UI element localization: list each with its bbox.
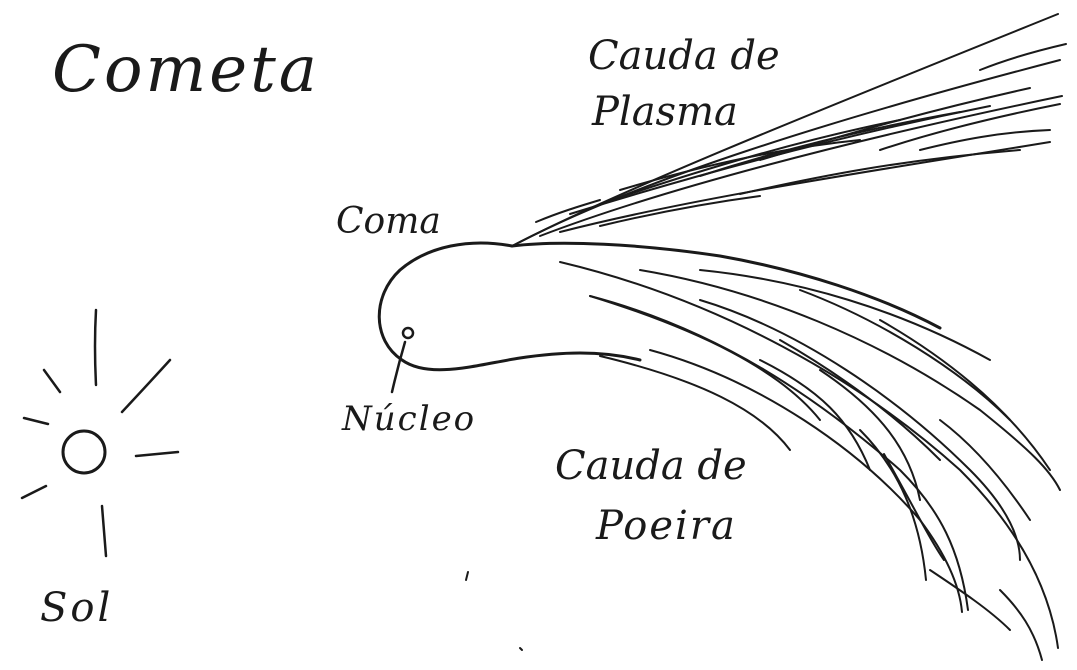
- coma-label: Coma: [336, 201, 441, 242]
- nucleus-pointer-line: [390, 340, 407, 394]
- sun-disc: [61, 429, 107, 475]
- sun-rays: [20, 308, 180, 558]
- diagram-title: Cometa: [52, 33, 320, 107]
- dust-tail: [559, 261, 1061, 661]
- sun-icon: [20, 308, 180, 558]
- coma-top-line: [510, 241, 942, 330]
- plasma-tail-label-line1: Cauda de: [588, 33, 780, 79]
- stray-mark: [465, 571, 469, 581]
- nucleus-icon: [401, 326, 415, 340]
- stray-mark: [519, 647, 523, 651]
- sun-label: Sol: [40, 585, 114, 631]
- dust-tail-label-line2: Poeira: [596, 503, 737, 549]
- coma-head-outline: [377, 241, 642, 372]
- plasma-tail: [511, 13, 1067, 247]
- plasma-tail-label-line2: Plasma: [592, 89, 738, 135]
- nucleus-label: Núcleo: [342, 399, 477, 439]
- dust-tail-label-line1: Cauda de: [555, 443, 747, 489]
